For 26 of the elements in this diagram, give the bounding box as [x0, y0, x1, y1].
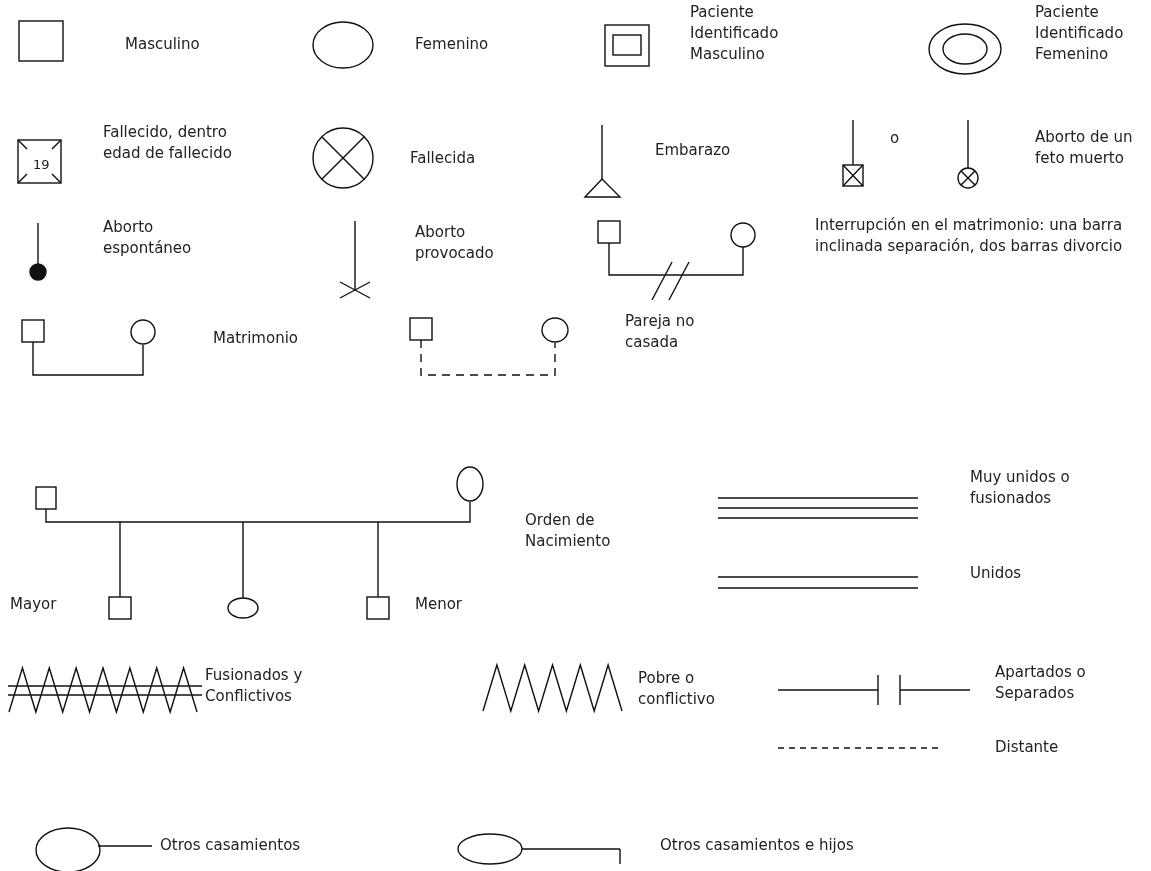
legend-text: Orden de Nacimiento — [525, 510, 612, 552]
legend-text: Aborto provocado — [415, 222, 495, 264]
legend-text: Fallecido, dentro edad de fallecido — [103, 122, 233, 164]
legend-text: Interrupción en el matrimonio: una barra inclinada separación, dos barras divorcio — [815, 215, 1124, 257]
legend-text: Paciente Identificado Femenino — [1035, 2, 1125, 65]
legend-text: Otros casamientos e hijos — [660, 835, 855, 856]
legend-text: Matrimonio — [213, 328, 299, 349]
legend-text: Femenino — [415, 34, 490, 55]
legend-text: Fallecida — [410, 148, 477, 169]
legend-text: Muy unidos o fusionados — [970, 467, 1071, 509]
legend-text: Otros casamientos — [160, 835, 302, 856]
legend-text: Aborto espontáneo — [103, 217, 193, 259]
legend-text: Fusionados y Conflictivos — [205, 665, 304, 707]
legend-text: Paciente Identificado Masculino — [690, 2, 780, 65]
legend-text: Pobre o conflictivo — [638, 668, 716, 710]
legend-text: Pareja no casada — [625, 311, 696, 353]
legend-text: Unidos — [970, 563, 1023, 584]
birth-order-label: Menor — [415, 596, 463, 613]
legend-text: Aborto de un feto muerto — [1035, 127, 1134, 169]
age-number: 19 — [33, 158, 50, 173]
legend-text: Apartados o Separados — [995, 662, 1087, 704]
legend-text: Masculino — [125, 34, 201, 55]
birth-order-label: Mayor — [10, 596, 57, 613]
legend-text: Embarazo — [655, 140, 732, 161]
legend-text: Distante — [995, 737, 1060, 758]
connector-word: o — [890, 130, 900, 147]
